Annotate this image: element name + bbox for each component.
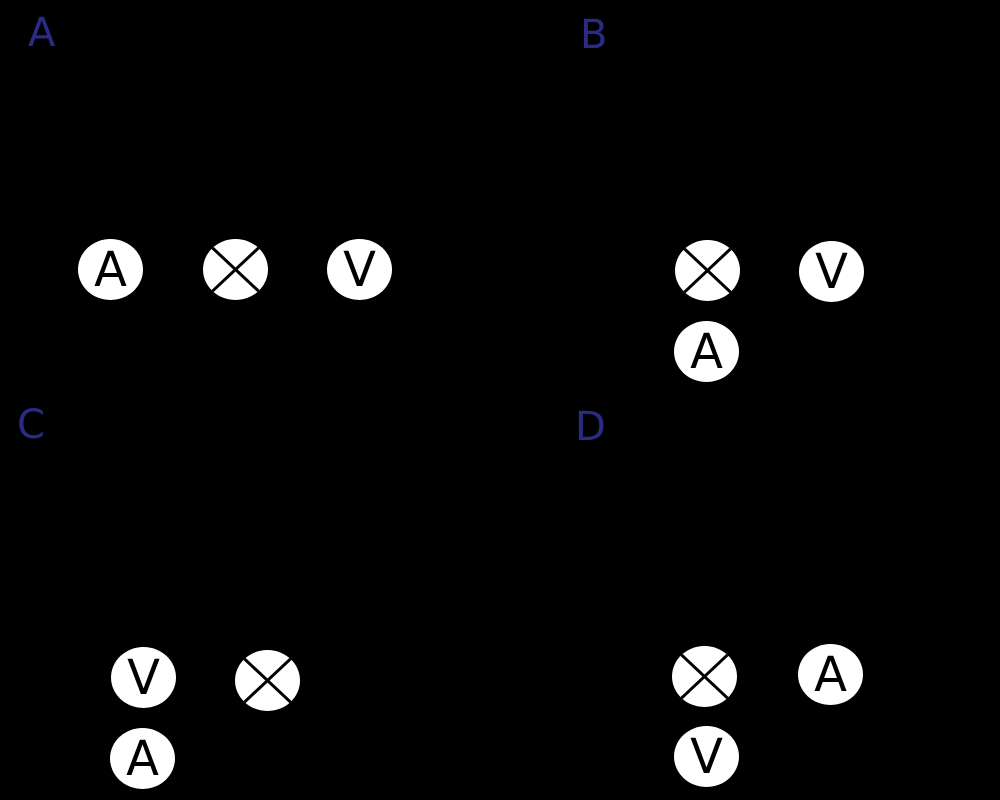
voltmeter-symbol: V — [327, 239, 392, 300]
ammeter-symbol: A — [674, 321, 739, 382]
voltmeter-symbol: V — [799, 241, 864, 302]
voltmeter-letter: V — [343, 241, 376, 298]
ammeter-symbol: A — [798, 644, 863, 705]
panel-label-b: B — [580, 12, 608, 58]
voltmeter-symbol: V — [674, 726, 739, 787]
lamp-icon — [672, 646, 737, 707]
voltmeter-symbol: V — [111, 647, 176, 708]
ammeter-letter: A — [690, 323, 723, 380]
voltmeter-letter: V — [127, 649, 160, 706]
panel-label-c: C — [17, 402, 45, 448]
voltmeter-letter: V — [815, 243, 848, 300]
ammeter-symbol: A — [78, 239, 143, 300]
ammeter-letter: A — [126, 730, 159, 787]
panel-label-d: D — [575, 404, 606, 450]
lamp-icon — [235, 650, 300, 711]
voltmeter-letter: V — [690, 728, 723, 785]
lamp-icon — [203, 239, 268, 300]
ammeter-letter: A — [94, 241, 127, 298]
lamp-icon — [675, 240, 740, 301]
ammeter-symbol: A — [110, 728, 175, 789]
panel-label-a: A — [28, 10, 56, 56]
ammeter-letter: A — [814, 646, 847, 703]
